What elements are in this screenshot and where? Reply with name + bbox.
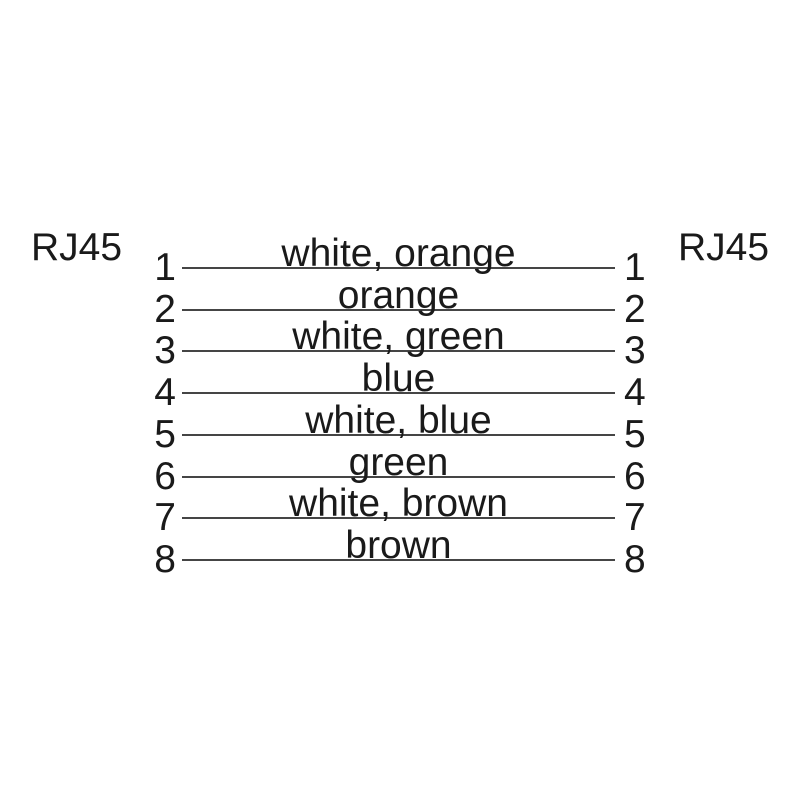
wire-color-label: blue: [361, 357, 436, 401]
wire-line: [182, 267, 615, 269]
wire-color-label: white, orange: [281, 232, 516, 275]
wire-color-label: white, blue: [305, 398, 492, 442]
wire-line: [182, 433, 615, 436]
connector-label-right: RJ45: [678, 226, 770, 269]
wire-line: [182, 558, 615, 561]
wire-line: [182, 392, 615, 395]
right-pin-number: 2: [624, 287, 646, 331]
left-pin-number: 7: [154, 496, 176, 540]
wire-line: [182, 308, 615, 311]
wire-color-label: white, green: [292, 315, 505, 359]
connector-label-left: RJ45: [31, 226, 123, 269]
left-pin-number: 6: [154, 454, 176, 498]
wire-color-label: white, brown: [289, 482, 508, 526]
wire-line: [182, 350, 615, 353]
wire-color-label: orange: [337, 273, 460, 317]
right-pin-number: 4: [624, 371, 646, 415]
left-pin-number: 2: [154, 287, 176, 331]
right-pin-number: 6: [624, 454, 646, 498]
left-pin-number: 5: [154, 412, 176, 456]
wire-color-label: brown: [345, 523, 452, 567]
left-pin-number: 1: [154, 246, 176, 289]
left-pin-number: 8: [154, 537, 176, 581]
left-pin-number: 4: [154, 371, 176, 415]
right-pin-number: 3: [624, 329, 646, 373]
wire-line: [182, 475, 615, 478]
right-pin-number: 5: [624, 412, 646, 456]
right-pin-number: 8: [624, 537, 646, 581]
right-pin-number: 7: [624, 496, 646, 540]
wire-color-label: green: [348, 440, 449, 484]
right-pin-number: 1: [624, 246, 646, 289]
wire-line: [182, 517, 615, 520]
left-pin-number: 3: [154, 329, 176, 373]
